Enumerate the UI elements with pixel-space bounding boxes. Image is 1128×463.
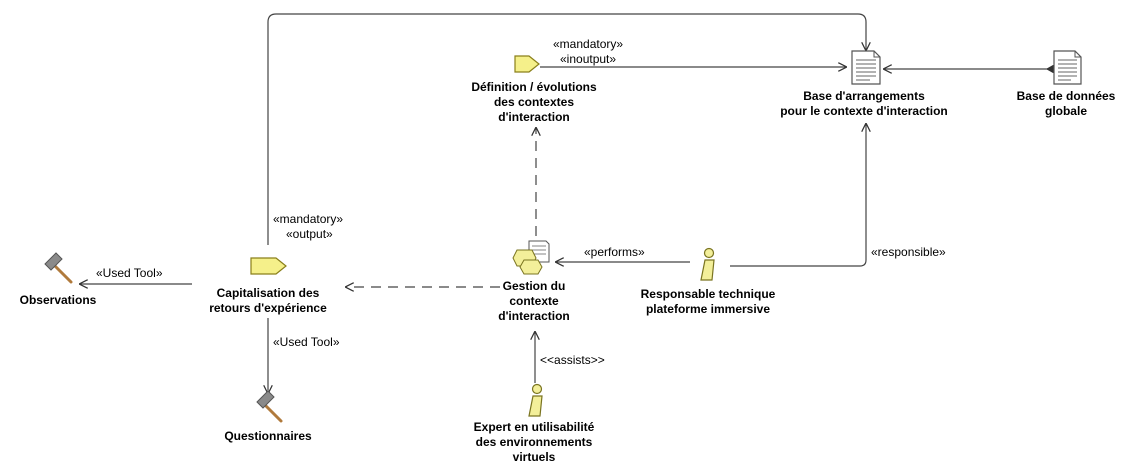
node-base-arrangements[interactable]: Base d'arrangements pour le contexte d'i… [780,50,948,118]
assists-label: <<assists>> [540,353,605,367]
responsible-label: «responsible» [871,245,946,259]
base-donnees-label-line-1: Base de données [1017,89,1116,103]
definition-label-line-3: d'interaction [498,110,570,124]
capitalisation-label-line-2: retours d'expérience [209,301,327,315]
expert-label-line-2: des environnements [476,435,593,449]
responsable-label-line-2: plateforme immersive [646,302,770,316]
node-expert[interactable]: Expert en utilisabilité des environnemen… [474,383,595,463]
definition-label-line-2: des contextes [494,95,574,109]
expert-label-line-3: virtuels [513,450,556,463]
definition-label-line-1: Définition / évolutions [471,80,597,94]
capitalisation-mandatory-label: «mandatory» [273,212,343,226]
used-tool-observations-label: «Used Tool» [96,266,163,280]
document-icon [1053,50,1082,85]
expert-label-line-1: Expert en utilisabilité [474,420,595,434]
base-donnees-label-line-2: globale [1045,104,1087,118]
capitalisation-label-line-1: Capitalisation des [217,286,320,300]
task-icon [512,240,550,275]
base-arrangements-label-line-1: Base d'arrangements [803,89,925,103]
node-capitalisation[interactable]: Capitalisation des retours d'expérience [209,257,327,315]
observations-label: Observations [20,293,97,307]
base-arrangements-label-line-2: pour le contexte d'interaction [780,104,948,118]
node-definition[interactable]: Définition / évolutions des contextes d'… [471,55,597,124]
edge-capitalisation-to-base-arrangements [267,13,866,245]
node-questionnaires[interactable]: Questionnaires [224,390,312,443]
responsable-label-line-1: Responsable technique [641,287,776,301]
gestion-label-line-2: contexte [509,294,559,308]
work-product-tag-icon [514,55,540,73]
questionnaires-label: Questionnaires [224,429,312,443]
hammer-tool-icon [44,252,73,284]
role-icon [700,247,715,281]
gestion-label-line-3: d'interaction [498,309,570,323]
document-icon [851,50,881,85]
hammer-tool-icon [256,390,283,423]
definition-mandatory-label: «mandatory» [553,37,623,51]
gestion-label-line-1: Gestion du [503,279,566,293]
edge-responsable-to-base-arrangements [730,124,866,267]
node-gestion[interactable]: Gestion du contexte d'interaction [498,240,570,323]
performs-label: «performs» [584,245,645,259]
capitalisation-output-label: «output» [286,227,333,241]
role-icon [528,383,543,417]
node-responsable[interactable]: Responsable technique plateforme immersi… [641,247,776,317]
work-product-tag-icon [250,257,287,275]
node-base-donnees[interactable]: Base de données globale [1017,50,1116,118]
node-observations[interactable]: Observations [20,252,97,307]
definition-inoutput-label: «inoutput» [560,52,616,66]
used-tool-questionnaires-label: «Used Tool» [273,335,340,349]
